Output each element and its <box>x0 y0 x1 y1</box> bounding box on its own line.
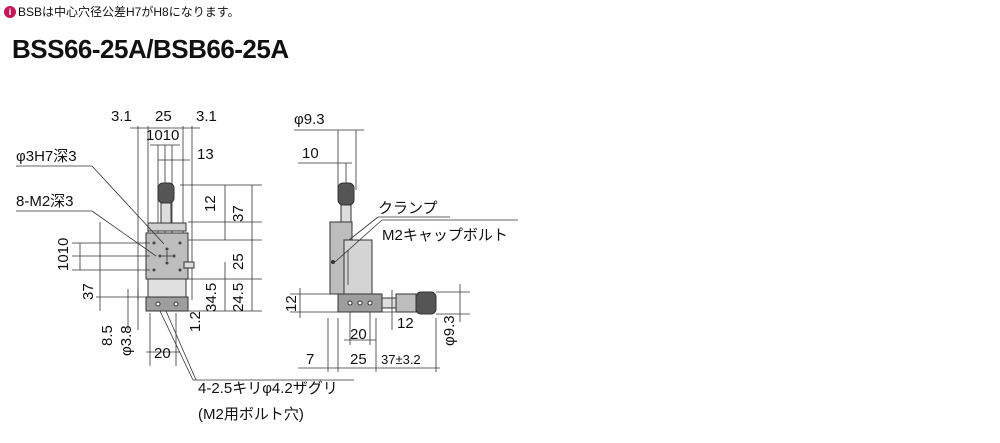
dim-3-1-right: 3.1 <box>196 108 217 125</box>
note-text: BSBは中心穴径公差H7がH8になります。 <box>18 5 240 19</box>
info-dot-icon: i <box>4 5 16 18</box>
dim-3-1-left: 3.1 <box>111 108 132 125</box>
dim-37-right: 37 <box>230 205 247 222</box>
page-title: BSS66-25A/BSB66-25A <box>12 34 289 64</box>
bolt-hole-label: 4-2.5キリφ4.2ザグリ <box>198 380 338 397</box>
dim-20-front: 20 <box>154 345 171 362</box>
dim-25-side: 25 <box>350 351 367 368</box>
cap-bolt-label: M2キャップボルト <box>382 227 508 244</box>
dim-12-side-left: 12 <box>283 295 300 312</box>
bolt-hole-sub-label: (M2用ボルト穴) <box>198 406 304 423</box>
front-view: 3.1 25 3.1 1010 13 1 <box>16 108 354 423</box>
dim-phi-9-3-right: φ9.3 <box>441 315 458 346</box>
dim-phi-3-8: φ3.8 <box>118 325 135 356</box>
dim-7: 7 <box>306 351 314 368</box>
clamp-label: クランプ <box>378 200 438 217</box>
dim-1010-left: 1010 <box>55 238 72 271</box>
dim-1010-top: 1010 <box>146 127 179 144</box>
dim-37-tolerance: 37±3.2 <box>381 352 421 367</box>
dim-13: 13 <box>197 146 214 163</box>
tap-label: 8-M2深3 <box>16 193 74 210</box>
dim-1-2: 1.2 <box>187 311 204 332</box>
dim-25-top: 25 <box>155 108 172 125</box>
dim-12-right: 12 <box>202 195 219 212</box>
dim-24-5: 24.5 <box>230 283 247 312</box>
dim-25-right: 25 <box>230 253 247 270</box>
dim-12-side-right: 12 <box>397 315 414 332</box>
dim-20-side: 20 <box>350 326 367 343</box>
note: i BSBは中心穴径公差H7がH8になります。 <box>4 3 240 20</box>
dim-10-side: 10 <box>302 145 319 162</box>
dim-37-left: 37 <box>80 283 97 300</box>
dim-8-5: 8.5 <box>99 325 116 346</box>
side-view: φ9.3 10 クランプ M2キャップボルト <box>283 111 518 372</box>
dim-phi-9-3-top: φ9.3 <box>294 111 325 128</box>
hole-label: φ3H7深3 <box>16 148 77 165</box>
dim-34-5: 34.5 <box>203 283 220 312</box>
